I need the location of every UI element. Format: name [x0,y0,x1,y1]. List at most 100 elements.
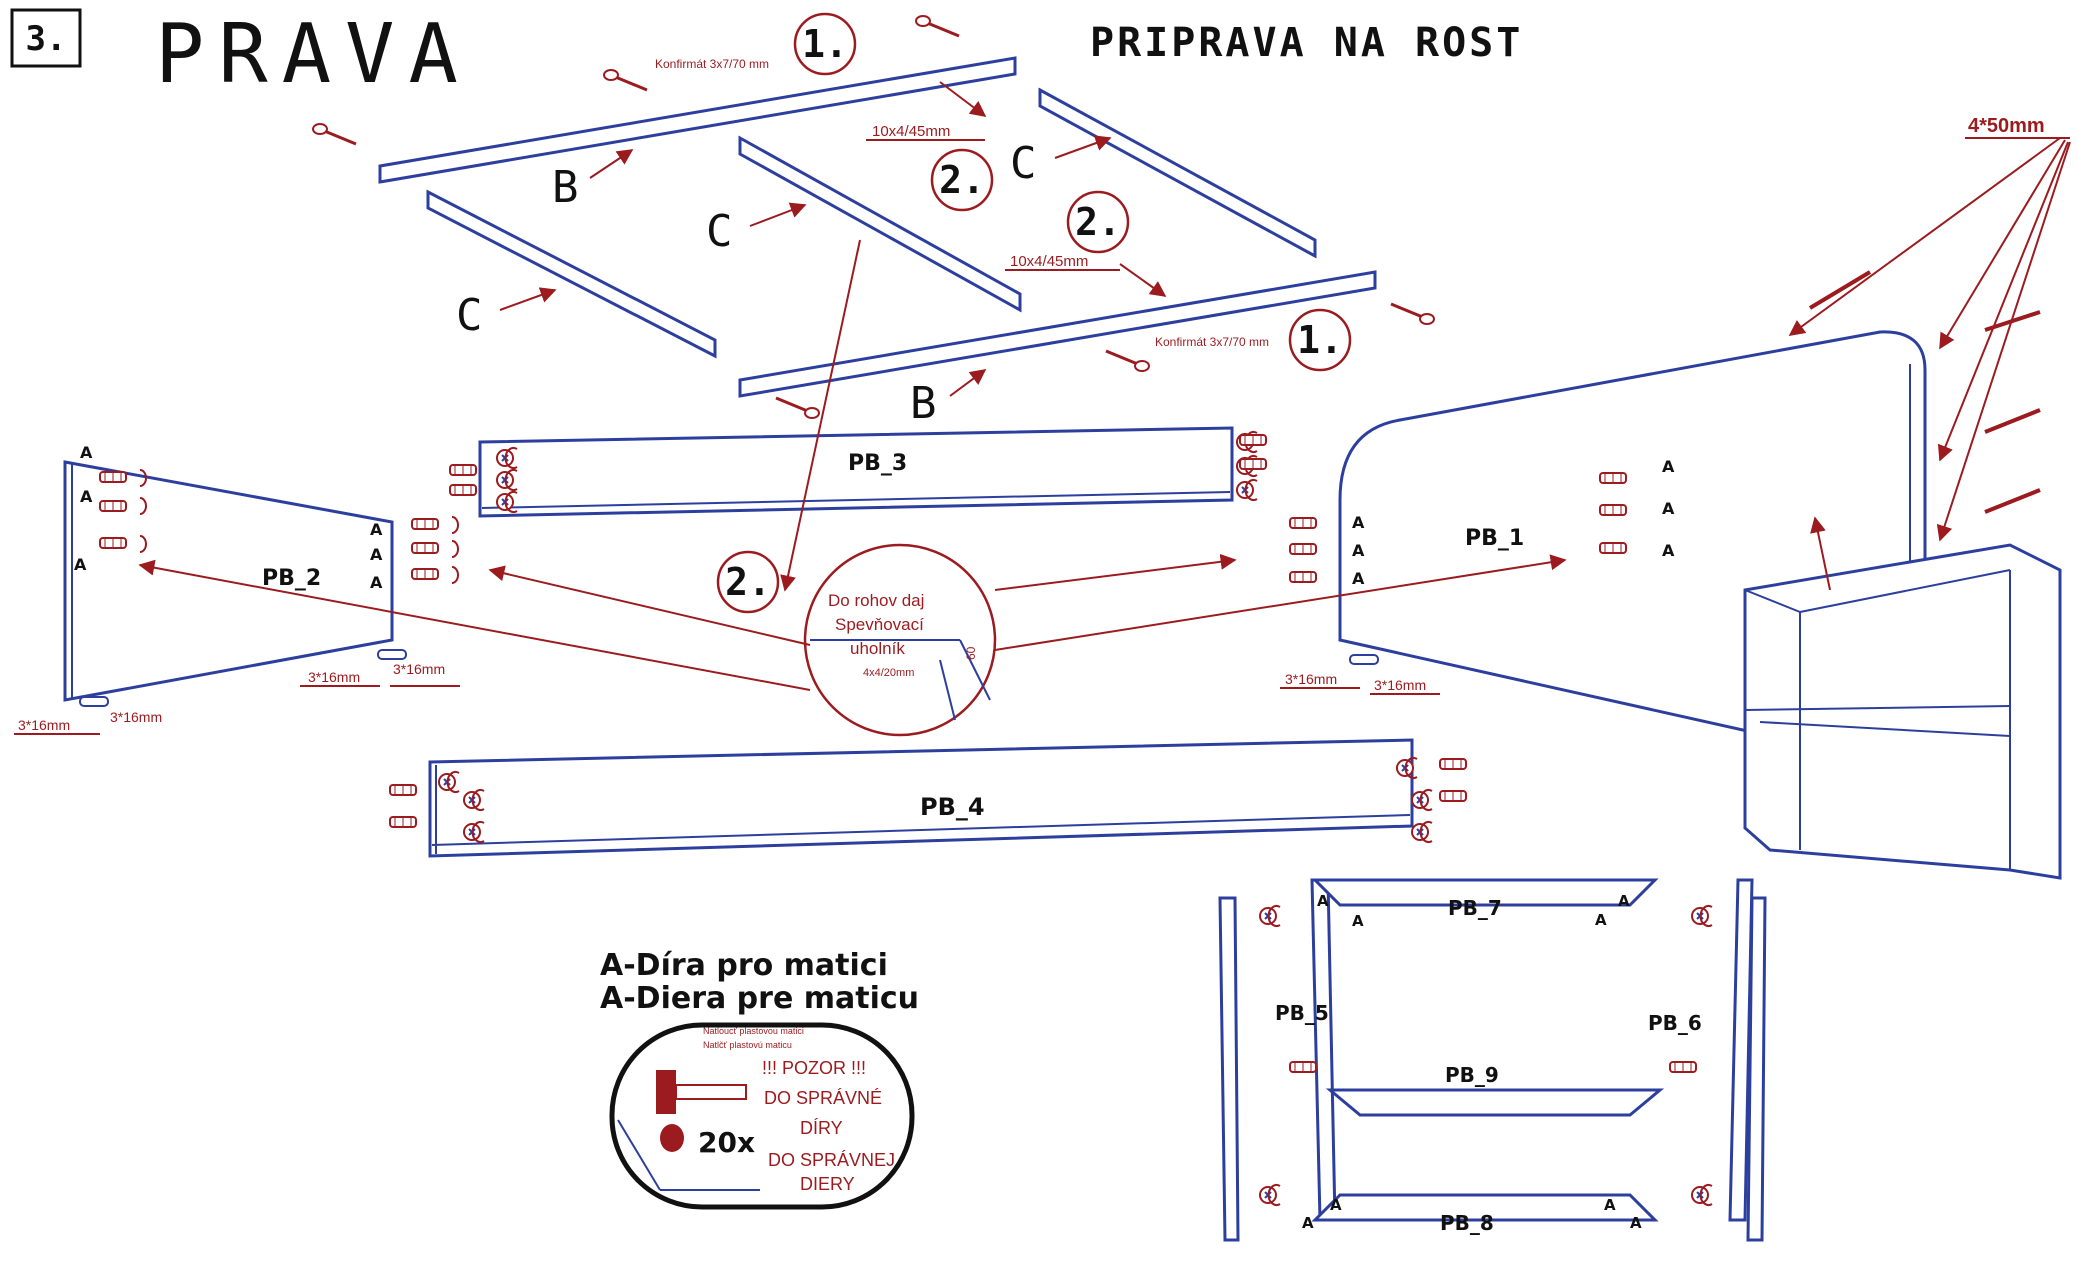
panel-pb8-board [1311,1193,1659,1222]
panel-pb4: PB_4 [389,738,1467,858]
screw-label: 3*16mm [1285,671,1337,687]
legend-tiny-1: Natloucť plastovou matici [703,1026,804,1036]
panel-pb9-board [1325,1088,1665,1117]
hole-a: A [1352,569,1365,588]
hole-a: A [370,545,383,564]
hole-a: A [80,487,93,506]
hole-a: A [80,443,93,462]
screw-label: 3*16mm [18,717,70,733]
rail-b-top [378,56,1017,184]
panel-pb8-label: PB_8 [1440,1211,1494,1235]
panel-pb5-side [1218,896,1240,1242]
hole-a: A [1302,1214,1314,1232]
label-c-right: C [1010,138,1037,189]
hole-a: A [370,573,383,592]
shelf-unit [1743,516,2062,880]
svg-text:1.: 1. [1297,318,1343,362]
hole-a: A [1662,499,1675,518]
step-number: 3. [26,19,67,59]
legend-warn-5: DIERY [800,1174,855,1194]
bolts-10x4 [939,81,1167,297]
hole-a: A [1352,513,1365,532]
detail-text-2: Spevňovací [835,615,924,634]
hole-a: A [1662,457,1675,476]
corner-bracket-detail: Do rohov daj Spevňovací uholník 4x4/20mm… [138,239,1567,737]
label-b-top: B [552,162,579,213]
panel-pb4-label: PB_4 [920,793,985,821]
panel-pb5-label: PB_5 [1275,1001,1329,1025]
step-circle-1-top: 1. [793,12,857,76]
hole-a: A [1618,892,1630,910]
panel-pb6-side [1746,896,1767,1242]
legend: A-Díra pro matici A-Diera pre maticu Nat… [600,948,919,1210]
panel-pb6-board [1728,878,1754,1222]
side-title: PRAVA [155,7,472,102]
step-number-box [10,8,82,68]
step-circle-1-bottom: 1. [1288,308,1352,372]
hole-a: A [1630,1214,1642,1232]
legend-warn-2: DO SPRÁVNÉ [764,1088,882,1108]
confirmat-label-bottom: Konfirmát 3x7/70 mm [1155,335,1269,349]
bolt-label-1: 10x4/45mm [872,123,950,140]
bolt-label-2: 10x4/45mm [1010,253,1088,270]
nut-icon [660,1124,684,1152]
svg-text:2.: 2. [1075,200,1121,244]
step-circle-2-b: 2. [1066,190,1130,254]
detail-text-3: uholník [850,639,905,658]
panel-pb9-label: PB_9 [1445,1063,1499,1087]
hole-a: A [74,555,87,574]
svg-text:1.: 1. [802,22,848,66]
hole-a: A [1352,541,1365,560]
screws-4x50: 4*50mm [1788,115,2071,542]
legend-tiny-2: Natlčť plastovú maticu [703,1040,792,1050]
legend-warn-1: !!! POZOR !!! [762,1058,866,1078]
hole-a: A [1595,911,1607,929]
confirmat-label-top: Konfirmát 3x7/70 mm [655,57,769,71]
screw-label: 3*16mm [308,669,360,685]
panel-pb5-board [1310,878,1337,1222]
subtitle: PRIPRAVA NA ROST [1090,20,1523,66]
rail-b-bottom [738,270,1377,398]
legend-frame [609,1022,915,1210]
legend-line-2: A-Diera pre maticu [600,981,919,1016]
screw-label: 3*16mm [1374,677,1426,693]
slat-c-left [426,189,717,359]
slat-c-right [1038,87,1317,259]
detail-dim: 60 [964,646,978,660]
hole-a: A [370,520,383,539]
legend-warn-3: DÍRY [800,1118,843,1138]
detail-text-1: Do rohov daj [828,591,924,610]
screw-label: 3*16mm [393,661,445,677]
hole-a: A [1604,1196,1616,1214]
panel-pb2: PB_2 A A A A A A 3*16mm 3*16mm 3*16mm 3*… [14,443,460,735]
legend-count: 20x [698,1126,755,1159]
hole-a: A [1330,1196,1342,1214]
step-circle-2-a: 2. [930,148,994,212]
base-assembly: PB_7 PB_5 PB_6 PB_9 PB_8 A A A A A A A A [1218,878,1767,1242]
step-circle-2-detail: 2. [716,550,780,614]
screw-label: 3*16mm [110,709,162,725]
bed-frame-exploded: Konfirmát 3x7/70 mm Konfirmát 3x7/70 mm … [311,12,1436,429]
header: 3. PRAVA PRIPRAVA NA ROST [10,7,1523,102]
panel-pb3-label: PB_3 [848,451,907,476]
panel-pb6-label: PB_6 [1648,1011,1702,1035]
hole-a: A [1317,892,1329,910]
label-c-middle: C [706,206,733,257]
slat-c-middle [738,135,1022,313]
legend-warn-4: DO SPRÁVNEJ [768,1150,895,1170]
panel-pb7-board [1311,878,1659,907]
svg-text:2.: 2. [725,560,771,604]
hammer-icon [656,1070,676,1114]
label-c-left: C [456,290,483,341]
panel-pb2-label: PB_2 [262,566,321,591]
hole-a: A [1352,912,1364,930]
detail-size: 4x4/20mm [863,667,914,679]
panel-pb1-label: PB_1 [1465,526,1524,551]
screw-4x50-label: 4*50mm [1968,115,2045,137]
hole-a: A [1662,541,1675,560]
label-b-bottom: B [910,378,937,429]
legend-line-1: A-Díra pro matici [600,948,888,983]
svg-text:2.: 2. [939,158,985,202]
panel-pb7-label: PB_7 [1448,896,1502,920]
